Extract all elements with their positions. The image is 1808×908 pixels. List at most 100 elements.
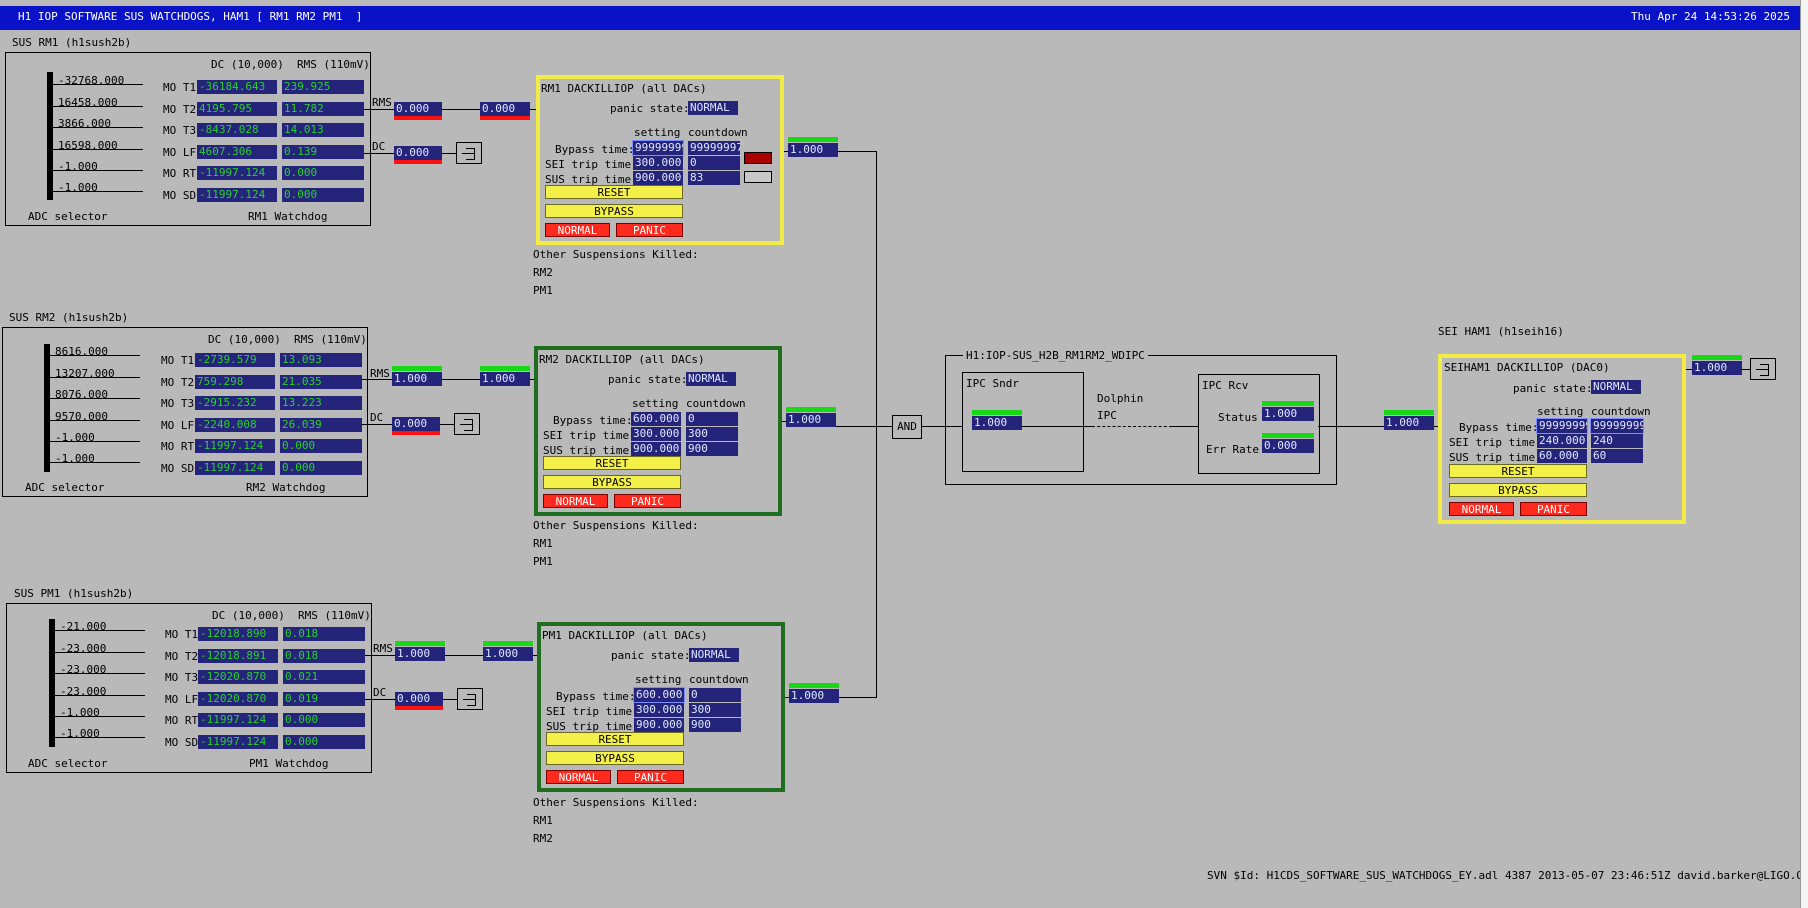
sus-rm1-title: SUS RM1 (h1sush2b) bbox=[12, 36, 132, 49]
rms-tag: RMS bbox=[370, 367, 390, 380]
adc-tick bbox=[50, 355, 140, 356]
adc-selector-slider[interactable] bbox=[49, 619, 55, 747]
trip-alarm-bar bbox=[480, 116, 530, 120]
dc-trip-readout: 0.000 bbox=[395, 692, 443, 706]
sus-rm1-panel bbox=[5, 52, 371, 226]
dc-readout: -2739.579 bbox=[195, 353, 275, 367]
sei-trip-setting[interactable]: 300.000 bbox=[634, 703, 684, 717]
dc-readout: -11997.124 bbox=[195, 439, 275, 453]
adc-selector-label: ADC selector bbox=[25, 481, 105, 494]
adc-tick bbox=[55, 716, 145, 717]
bypass-time-setting[interactable]: 600.000 bbox=[633, 687, 685, 703]
sus-trip-label: SUS trip time: bbox=[546, 720, 639, 733]
normal-button[interactable]: NORMAL bbox=[546, 770, 611, 784]
killed-item: RM2 bbox=[533, 266, 553, 279]
reset-button[interactable]: RESET bbox=[543, 456, 681, 470]
wire bbox=[440, 424, 454, 425]
reset-button[interactable]: RESET bbox=[545, 185, 683, 199]
rms-trip-readout: 0.000 bbox=[394, 102, 442, 116]
adc-selector-slider[interactable] bbox=[44, 344, 50, 472]
bypass-button[interactable]: BYPASS bbox=[1449, 483, 1587, 497]
bypass-time-setting[interactable]: 99999999 bbox=[1536, 418, 1588, 434]
dc-tag: DC bbox=[372, 140, 386, 153]
countdown-header: countdown bbox=[688, 126, 748, 139]
sus-trip-setting[interactable]: 900.000 bbox=[634, 718, 684, 732]
normal-button[interactable]: NORMAL bbox=[545, 223, 610, 237]
adc-value: 16598.000 bbox=[58, 139, 118, 152]
dolphin-label: Dolphin bbox=[1097, 392, 1144, 405]
channel-label: MO T2 bbox=[165, 650, 199, 663]
watchdog-label: PM1 Watchdog bbox=[249, 757, 329, 770]
bypass-time-setting[interactable]: 600.000 bbox=[631, 412, 681, 426]
bypass-countdown: 0 bbox=[686, 412, 738, 426]
adc-value: -1.000 bbox=[55, 431, 95, 444]
ipc-status-readout: 1.000 bbox=[1262, 407, 1314, 421]
sus-trip-countdown: 60 bbox=[1591, 449, 1643, 463]
bypass-button[interactable]: BYPASS bbox=[543, 475, 681, 489]
dc-readout: 4195.795 bbox=[197, 102, 277, 116]
channel-label: MO SD bbox=[165, 736, 199, 749]
adc-tick bbox=[55, 737, 145, 738]
wire bbox=[785, 697, 789, 698]
killed-item: RM2 bbox=[533, 832, 553, 845]
rms-readout: 13.093 bbox=[280, 353, 362, 367]
dc-readout: -8437.028 bbox=[197, 123, 277, 137]
panic-button[interactable]: PANIC bbox=[617, 770, 684, 784]
adc-tick bbox=[50, 462, 140, 463]
countdown-header: countdown bbox=[689, 673, 749, 686]
channel-label: MO LF bbox=[165, 693, 199, 706]
rms-readout: 0.019 bbox=[283, 692, 365, 706]
bypass-button[interactable]: BYPASS bbox=[546, 751, 684, 765]
adc-value: -1.000 bbox=[58, 160, 98, 173]
dc-readout: -11997.124 bbox=[197, 166, 277, 180]
rms-tag: RMS bbox=[372, 96, 392, 109]
related-display-button[interactable] bbox=[456, 142, 482, 164]
sus-trip-setting[interactable]: 900.000 bbox=[631, 442, 681, 456]
normal-button[interactable]: NORMAL bbox=[543, 494, 608, 508]
rms-readout: 11.782 bbox=[282, 102, 364, 116]
panic-button[interactable]: PANIC bbox=[614, 494, 681, 508]
wire bbox=[1082, 426, 1092, 427]
rms-header: RMS (110mV) bbox=[298, 609, 371, 622]
pm1-dackill-box bbox=[537, 622, 785, 792]
adc-selector-slider[interactable] bbox=[47, 72, 53, 200]
channel-label: MO T2 bbox=[161, 376, 195, 389]
panic-button[interactable]: PANIC bbox=[1520, 502, 1587, 516]
killed-item: PM1 bbox=[533, 555, 553, 568]
channel-label: MO T3 bbox=[165, 671, 199, 684]
sei-trip-setting[interactable]: 240.000 bbox=[1537, 434, 1587, 448]
normal-button[interactable]: NORMAL bbox=[1449, 502, 1514, 516]
status-label: Status bbox=[1218, 411, 1258, 424]
sus-trip-setting[interactable]: 60.000 bbox=[1537, 449, 1587, 463]
related-display-button[interactable] bbox=[1750, 358, 1776, 380]
err-rate-label: Err Rate bbox=[1206, 443, 1259, 456]
wire bbox=[362, 379, 392, 380]
sei-trip-setting[interactable]: 300.000 bbox=[631, 427, 681, 441]
bypass-time-label: Bypass time: bbox=[553, 414, 633, 427]
wire bbox=[443, 699, 457, 700]
setting-header: setting bbox=[632, 397, 679, 410]
wire bbox=[1318, 426, 1384, 427]
rms-readout: 26.039 bbox=[280, 418, 362, 432]
wire bbox=[876, 151, 877, 697]
sei-trip-label: SEI trip time: bbox=[1449, 436, 1542, 449]
dc-readout: -11997.124 bbox=[198, 713, 278, 727]
bypass-time-setting[interactable]: 99999999 bbox=[632, 140, 684, 156]
panic-button[interactable]: PANIC bbox=[616, 223, 683, 237]
reset-button[interactable]: RESET bbox=[546, 732, 684, 746]
related-display-button[interactable] bbox=[454, 413, 480, 435]
reset-button[interactable]: RESET bbox=[1449, 464, 1587, 478]
ipc-out-readout: 1.000 bbox=[1384, 416, 1434, 430]
sei-trip-setting[interactable]: 300.000 bbox=[633, 156, 683, 170]
dc-readout: -11997.124 bbox=[195, 461, 275, 475]
adc-tick bbox=[50, 420, 140, 421]
dc-header: DC (10,000) bbox=[211, 58, 284, 71]
sei-trip-label: SEI trip time: bbox=[543, 429, 636, 442]
wire bbox=[442, 379, 480, 380]
adc-tick bbox=[50, 398, 140, 399]
related-display-button[interactable] bbox=[457, 688, 483, 710]
sus-trip-setting[interactable]: 900.000 bbox=[633, 171, 683, 185]
bypass-button[interactable]: BYPASS bbox=[545, 204, 683, 218]
ok-bar bbox=[788, 137, 838, 142]
